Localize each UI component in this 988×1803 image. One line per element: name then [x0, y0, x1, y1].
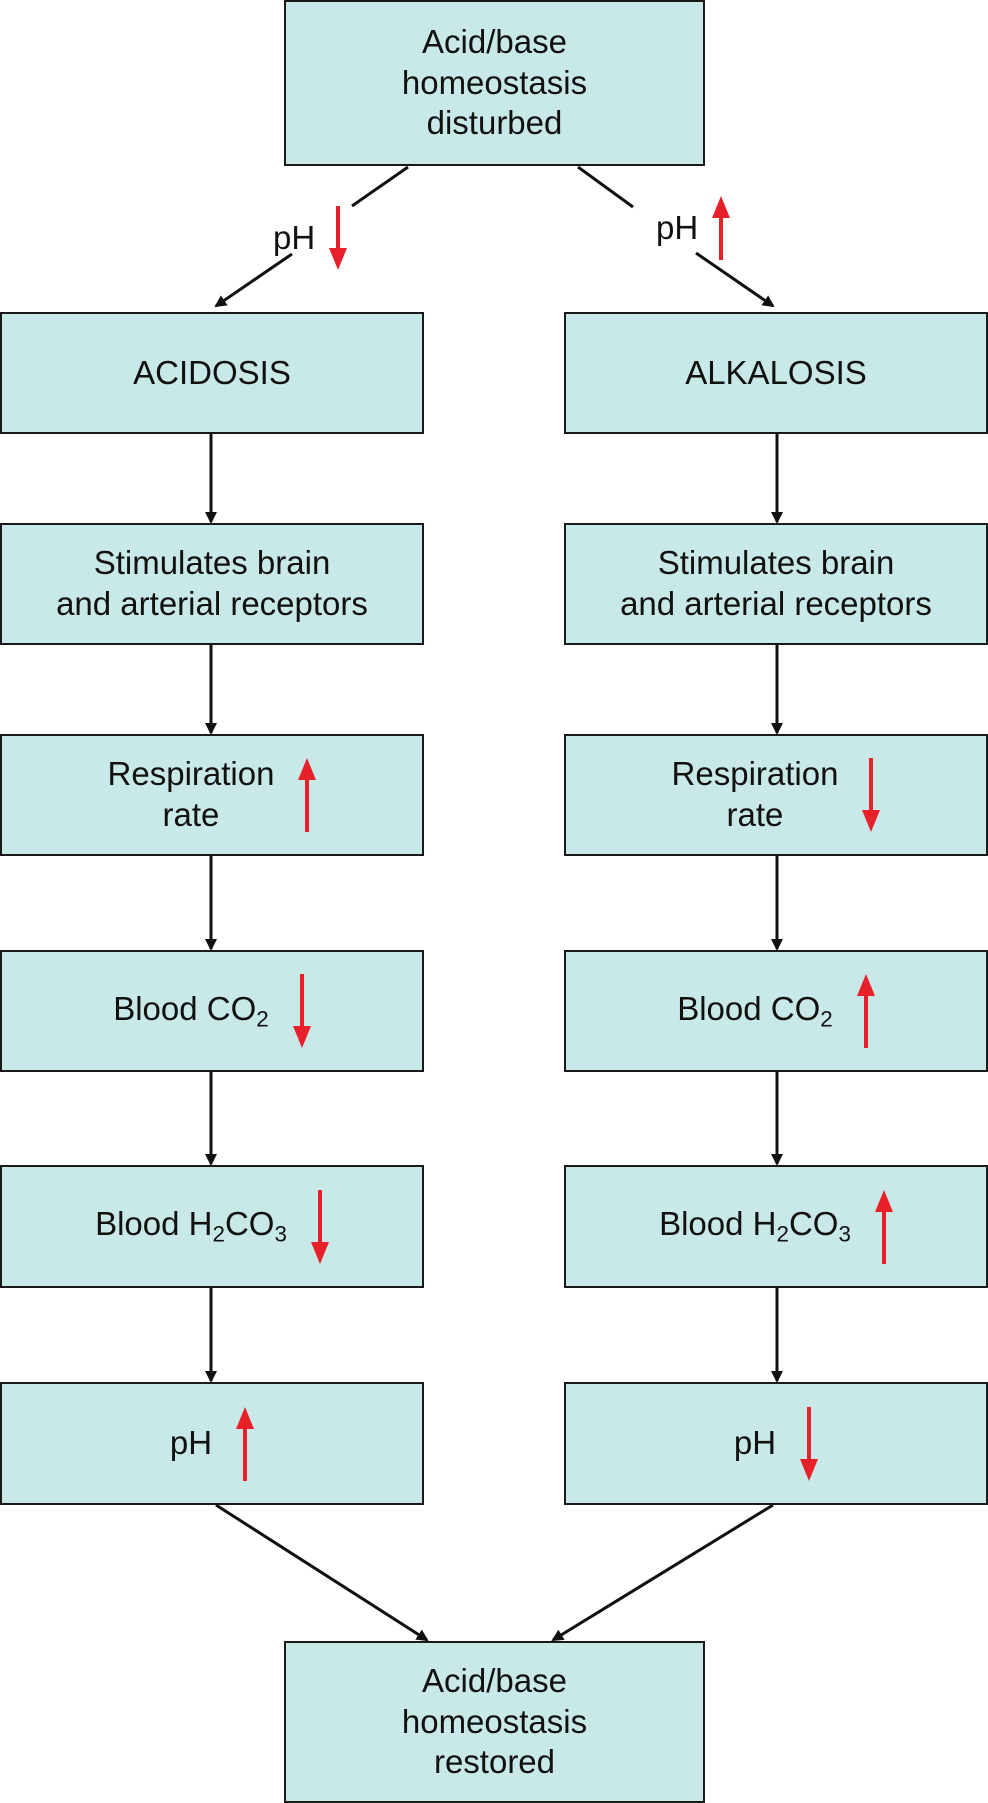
arrow-up-icon — [874, 1189, 893, 1264]
arrow-up-glyph — [712, 196, 731, 260]
left-blood-co2-label: Blood CO2 — [113, 989, 269, 1032]
branch-label-left: pH — [273, 206, 348, 270]
arrow-head — [862, 810, 881, 832]
arrow-down-glyph — [800, 1406, 819, 1481]
right-blood-co2-box: Blood CO2 — [564, 950, 988, 1072]
top-box-label: Acid/base homeostasis disturbed — [401, 22, 588, 142]
arrow-down-icon — [329, 206, 348, 270]
right-blood-h2co3-box: Blood H2CO3 — [564, 1165, 988, 1288]
arrow-down-icon — [310, 1189, 329, 1264]
right-ph-label: pH — [733, 1424, 777, 1462]
left-blood-co2-box: Blood CO2 — [0, 950, 424, 1072]
arrow-up-icon — [712, 196, 731, 260]
right-ph-box: pH — [564, 1382, 988, 1505]
arrow-head — [800, 1458, 819, 1481]
arrow-head — [236, 1406, 255, 1429]
connector-top-left-lower — [214, 252, 293, 308]
right-respiration-box: Respiration rate — [564, 734, 988, 856]
branch-label-left-text: pH — [273, 219, 316, 256]
arrow-head — [874, 1189, 893, 1212]
arrow-up-icon — [856, 974, 875, 1048]
connector-right-to-bottom — [551, 1503, 774, 1642]
arrow-up-glyph — [298, 758, 317, 832]
alkalosis-label: ALKALOSIS — [685, 353, 867, 391]
bottom-box-label: Acid/base homeostasis restored — [401, 1661, 588, 1781]
arrow-down-glyph — [862, 758, 881, 832]
arrow-head — [292, 1026, 311, 1048]
connector-left-to-bottom — [215, 1503, 429, 1642]
arrow-head — [712, 196, 731, 218]
top-box: Acid/base homeostasis disturbed — [284, 0, 705, 166]
right-respiration-label: Respiration rate — [671, 755, 839, 833]
branch-label-right-text: pH — [656, 209, 699, 246]
left-respiration-box: Respiration rate — [0, 734, 424, 856]
left-blood-h2co3-box: Blood H2CO3 — [0, 1165, 424, 1288]
connector-top-left-upper — [351, 165, 409, 208]
right-blood-co2-label: Blood CO2 — [677, 989, 833, 1032]
alkalosis-box: ALKALOSIS — [564, 312, 988, 434]
right-blood-h2co3-label: Blood H2CO3 — [659, 1205, 851, 1247]
connector-top-right-lower — [695, 251, 775, 308]
arrow-up-glyph — [236, 1406, 255, 1481]
left-ph-box: pH — [0, 1382, 424, 1505]
connector-top-right-upper — [577, 165, 634, 209]
left-stimulates-box: Stimulates brain and arterial receptors — [0, 523, 424, 645]
arrow-up-icon — [298, 758, 317, 832]
arrow-up-glyph — [856, 974, 875, 1048]
right-stimulates-label: Stimulates brain and arterial receptors — [620, 544, 932, 622]
left-ph-label: pH — [169, 1424, 213, 1462]
arrow-up-glyph — [874, 1189, 893, 1264]
left-blood-h2co3-label: Blood H2CO3 — [95, 1205, 287, 1247]
branch-label-right: pH — [656, 196, 731, 260]
acidosis-label: ACIDOSIS — [133, 353, 291, 391]
acidosis-box: ACIDOSIS — [0, 312, 424, 434]
bottom-box: Acid/base homeostasis restored — [284, 1641, 705, 1803]
left-stimulates-label: Stimulates brain and arterial receptors — [56, 544, 368, 622]
arrow-down-icon — [800, 1406, 819, 1481]
arrow-head — [329, 248, 348, 270]
arrow-down-glyph — [292, 974, 311, 1048]
arrow-down-icon — [862, 758, 881, 832]
arrow-head — [310, 1241, 329, 1264]
arrow-head — [298, 758, 317, 780]
arrow-up-icon — [236, 1406, 255, 1481]
arrow-down-glyph — [329, 206, 348, 270]
arrow-head — [856, 974, 875, 996]
left-respiration-label: Respiration rate — [107, 755, 275, 833]
arrow-down-icon — [292, 974, 311, 1048]
right-stimulates-box: Stimulates brain and arterial receptors — [564, 523, 988, 645]
arrow-down-glyph — [310, 1189, 329, 1264]
